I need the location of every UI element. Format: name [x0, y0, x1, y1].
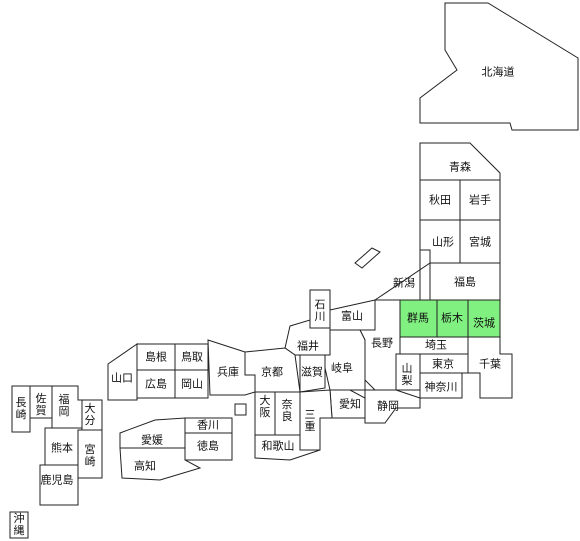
prefecture-label-yamaguchi: 山口: [111, 372, 133, 385]
map-decorations: [234, 247, 381, 416]
prefecture-gifu[interactable]: [324, 329, 366, 391]
prefecture-label-toyama: 富山: [341, 309, 363, 323]
prefecture-okayama[interactable]: [174, 369, 209, 399]
prefecture-label-akita: 秋田: [429, 193, 451, 207]
prefecture-kanagawa[interactable]: [419, 372, 463, 399]
prefecture-label-hokkaido: 北海道: [482, 65, 515, 79]
prefecture-kagoshima[interactable]: [39, 464, 79, 506]
prefecture-label-tottori: 鳥取: [181, 350, 203, 364]
prefecture-label-kagawa: 香川: [197, 419, 219, 432]
prefecture-label-shimane: 島根: [145, 350, 167, 364]
prefecture-label-hyogo: 兵庫: [217, 365, 239, 379]
prefecture-label-fukuoka: 福岡: [59, 392, 70, 418]
prefecture-label-hiroshima: 広島: [145, 377, 167, 391]
prefecture-label-aichi: 愛知: [339, 397, 361, 411]
prefecture-chiba[interactable]: [467, 336, 513, 399]
prefecture-labels: 北海道青森秋田 岩手山形 宮城新潟 福島群馬栃木茨城 石川 富山長野 埼玉 福井岐阜 山梨 東京 千…: [14, 65, 515, 537]
prefecture-label-kanagawa: 神奈川: [425, 380, 458, 394]
prefecture-label-fukushima: 福島: [454, 275, 476, 289]
prefecture-label-niigata: 新潟: [393, 276, 415, 290]
prefecture-label-fukui: 福井: [297, 339, 319, 353]
prefecture-shiga[interactable]: [299, 354, 326, 393]
prefecture-label-okayama: 岡山: [181, 378, 203, 391]
prefecture-label-wakayama: 和歌山: [262, 439, 295, 453]
prefecture-label-yamanashi: 山梨: [402, 362, 413, 387]
prefecture-wakayama[interactable]: [254, 434, 321, 461]
prefecture-miyazaki[interactable]: [77, 429, 103, 479]
prefecture-hokkaido[interactable]: [419, 2, 579, 131]
prefecture-label-iwate: 岩手: [469, 193, 491, 207]
prefecture-label-ibaraki: 茨城: [473, 316, 495, 330]
prefecture-label-tochigi: 栃木: [441, 311, 463, 325]
prefecture-label-kagoshima: 鹿児島: [41, 473, 74, 487]
prefecture-label-kumamoto: 熊本: [51, 441, 73, 455]
prefecture-label-nagano: 長野: [371, 337, 393, 350]
prefecture-label-okinawa: 沖縄: [14, 512, 25, 537]
prefecture-kochi[interactable]: [119, 447, 202, 481]
prefecture-label-gunma: 群馬: [407, 311, 429, 325]
prefecture-label-gifu: 岐阜: [331, 362, 353, 375]
prefecture-label-tokushima: 徳島: [197, 439, 219, 453]
prefecture-label-chiba: 千葉: [479, 357, 501, 371]
prefecture-label-mie: 三重: [305, 408, 316, 433]
prefecture-label-shiga: 滋賀: [301, 366, 323, 379]
prefecture-yamaguchi[interactable]: [107, 343, 138, 401]
prefecture-label-shizuoka: 静岡: [377, 399, 399, 413]
prefecture-label-saitama: 埼玉: [425, 338, 447, 352]
prefecture-label-kyoto: 京都: [261, 365, 283, 379]
prefecture-okinawa[interactable]: [9, 511, 29, 539]
sado-island: [354, 247, 381, 269]
prefecture-label-osaka: 大阪: [260, 393, 271, 419]
prefecture-label-oita: 大分: [85, 401, 96, 427]
prefecture-label-tokyo: 東京: [432, 357, 454, 371]
prefecture-label-miyazaki: 宮崎: [85, 442, 96, 468]
prefecture-aomori[interactable]: [419, 142, 501, 181]
prefecture-regions: [9, 2, 579, 539]
awaji-island: [234, 403, 247, 416]
prefecture-label-nara: 奈良: [282, 397, 293, 423]
prefecture-label-nagasaki: 長崎: [16, 396, 27, 421]
prefecture-label-ehime: 愛媛: [141, 433, 163, 447]
prefecture-nagasaki[interactable]: [11, 385, 31, 433]
prefecture-shizuoka[interactable]: [364, 389, 421, 424]
prefecture-label-miyagi: 宮城: [469, 235, 491, 249]
prefecture-label-kochi: 高知: [134, 459, 156, 473]
prefecture-hyogo[interactable]: [207, 339, 256, 396]
prefecture-label-ishikawa: 石川: [315, 298, 326, 323]
prefecture-label-saga: 佐賀: [36, 391, 47, 417]
prefecture-label-aomori: 青森: [449, 160, 471, 174]
prefecture-label-yamagata: 山形: [432, 236, 454, 249]
prefecture-niigata[interactable]: [373, 249, 431, 301]
